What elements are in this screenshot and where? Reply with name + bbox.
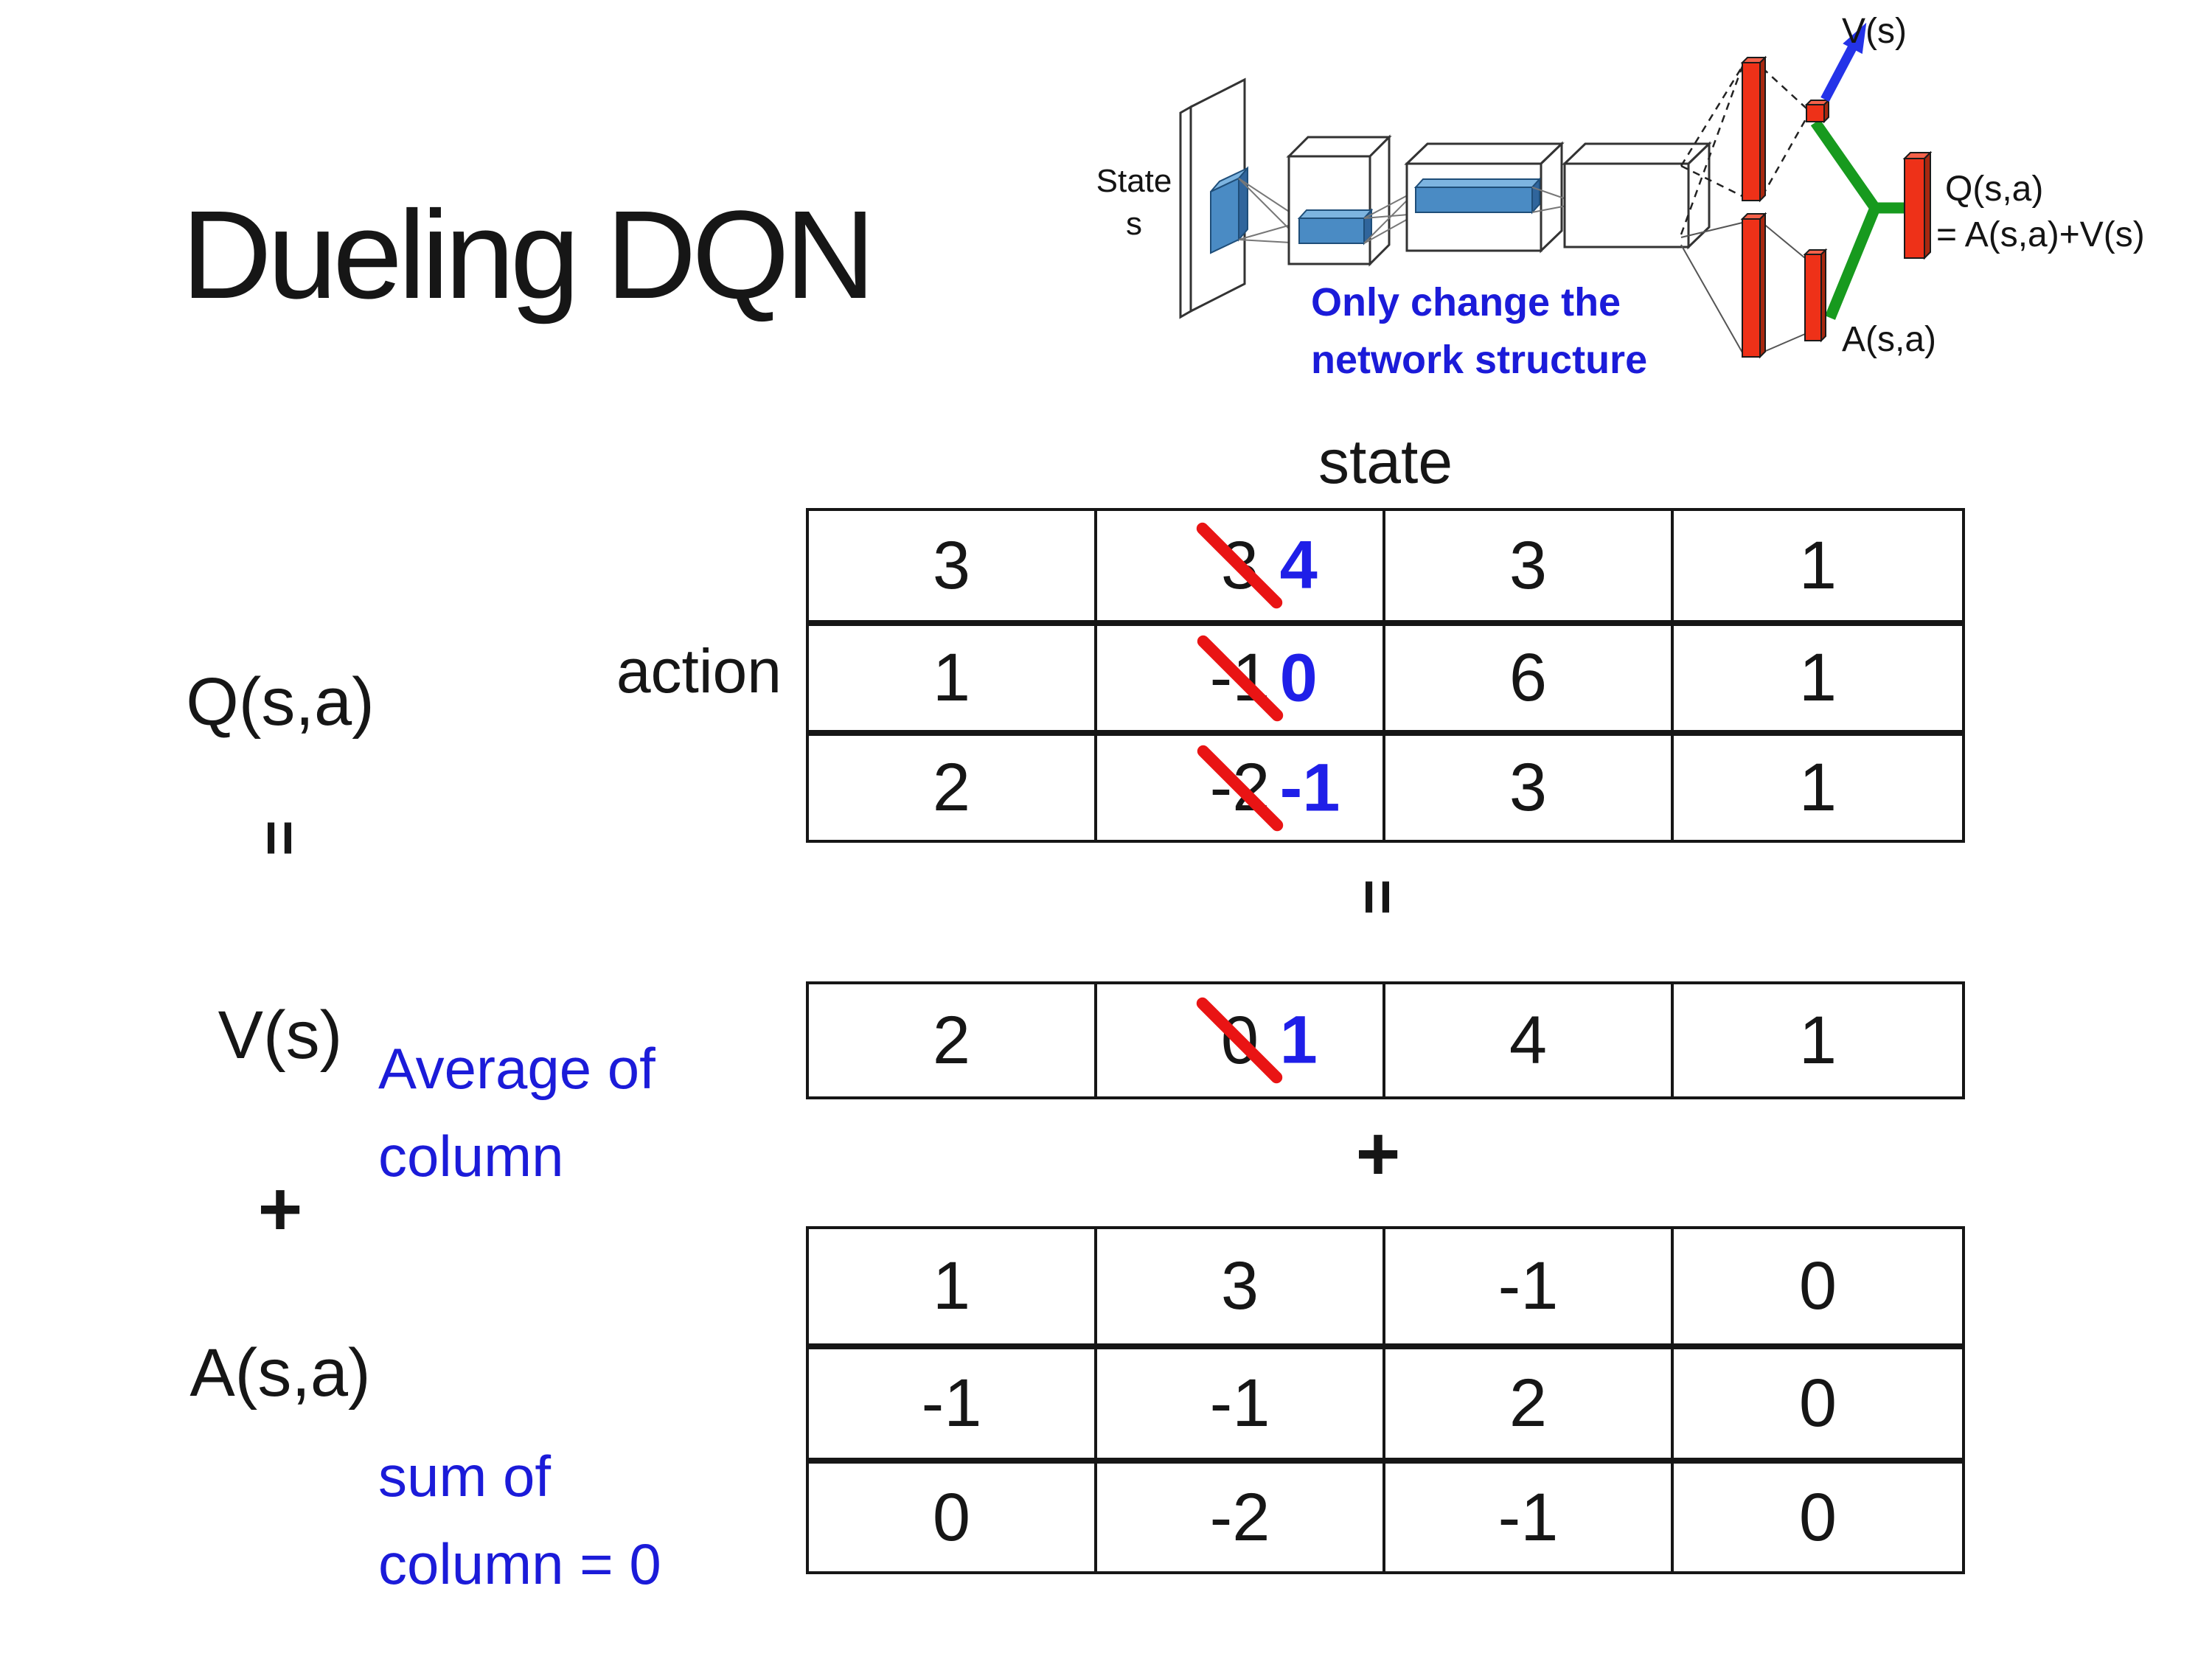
merge-junction: [1810, 119, 1906, 320]
a-cell-r2c2: -1: [1097, 1343, 1385, 1458]
a-cell-r3c1: 0: [809, 1458, 1097, 1571]
q-value-table: 3 3 4 3 1 1 -1 0 6 1 2 -2 -1 3 1: [806, 508, 1965, 843]
q-cell-r1c3: 3: [1385, 511, 1674, 620]
page-title: Dueling DQN: [181, 185, 875, 325]
solid-advantage-stream-lines: [1680, 222, 1806, 353]
v-cell-c4: 1: [1798, 1002, 1837, 1078]
a-cell-r1c2: 3: [1097, 1229, 1385, 1343]
state-value-table: 2 0 1 4 1: [806, 981, 1965, 1099]
q-cell-r3c4: 1: [1674, 730, 1962, 840]
dueling-network-diagram: V(s) Q(s,a) = A(s,a)+V(s) A(s,a) State s…: [1096, 12, 2145, 382]
conv-box-3: [1562, 141, 1712, 250]
sum-of-column-note: sum of column = 0: [378, 1444, 661, 1597]
note-line-1: Only change the: [1311, 280, 1621, 324]
diagram-q-label-line2: = A(s,a)+V(s): [1936, 215, 2145, 254]
conv-slab-2: [1297, 208, 1374, 246]
q-cell-r1c4: 1: [1798, 527, 1837, 603]
a-cell-r2c3: 2: [1385, 1343, 1674, 1458]
plus-symbol-center: +: [1355, 1111, 1401, 1197]
diagram-v-label: V(s): [1842, 12, 1907, 51]
q-cell-r3c2: -2 -1: [1097, 730, 1385, 840]
q-cell-r1c2: 3 4: [1097, 511, 1385, 620]
diagram-a-label: A(s,a): [1842, 320, 1936, 359]
q-output-bar: [1902, 150, 1933, 260]
state-input-label-s: s: [1126, 206, 1142, 242]
a-cell-r2c4: 0: [1674, 1343, 1962, 1458]
diagram-q-label-line1: Q(s,a): [1945, 170, 2043, 209]
q-cell-r2c1: 1: [809, 620, 1097, 730]
q-cell-r2c2: -1 0: [1097, 620, 1385, 730]
a-cell-r3c4: 0: [1674, 1458, 1962, 1571]
v-scalar-node: [1804, 98, 1831, 124]
a-cell-r1c3: -1: [1385, 1229, 1674, 1343]
conv-slab-3: [1413, 177, 1542, 215]
action-axis-label: action: [616, 636, 782, 706]
a-cell-r3c2: -2: [1097, 1458, 1385, 1571]
v-cell-c1: 2: [809, 984, 1097, 1096]
conv-box-1: [1286, 134, 1392, 267]
fc-bar-top: [1740, 55, 1767, 203]
plus-symbol-left: +: [257, 1166, 303, 1252]
equals-symbol-center: =: [1343, 878, 1413, 916]
v-cell-c2: 0 1: [1097, 984, 1385, 1096]
v-matrix-label: V(s): [218, 998, 343, 1073]
a-cell-r2c1: -1: [809, 1343, 1097, 1458]
q-matrix-label: Q(s,a): [186, 664, 375, 740]
dashed-value-stream-lines: [1680, 66, 1808, 235]
q-cell-r3c1: 2: [809, 730, 1097, 840]
average-of-column-note: Average of column: [378, 1036, 655, 1189]
state-input-label: State: [1096, 163, 1172, 199]
v-arrow: [1820, 22, 1867, 102]
a-cell-r1c1: 1: [809, 1229, 1097, 1343]
q-cell-r2c4: 1: [1674, 620, 1962, 730]
a-cell-r3c3: -1: [1385, 1458, 1674, 1571]
advantage-table: 1 3 -1 0 -1 -1 2 0 0 -2 -1 0: [806, 1226, 1965, 1574]
conv-slab-1: [1210, 166, 1248, 254]
a-vector-node: [1803, 248, 1828, 343]
q-cell-r1c1: 3: [809, 511, 1097, 620]
a-matrix-label: A(s,a): [189, 1335, 371, 1411]
a-cell-r1c4: 0: [1798, 1248, 1837, 1324]
note-line-2: network structure: [1311, 338, 1647, 382]
fc-bar-bottom: [1740, 212, 1767, 359]
q-cell-r3c3: 3: [1385, 730, 1674, 840]
equals-symbol-left: =: [246, 819, 316, 857]
v-cell-c3: 4: [1385, 984, 1674, 1096]
state-axis-label: state: [1318, 427, 1453, 496]
q-cell-r2c3: 6: [1385, 620, 1674, 730]
